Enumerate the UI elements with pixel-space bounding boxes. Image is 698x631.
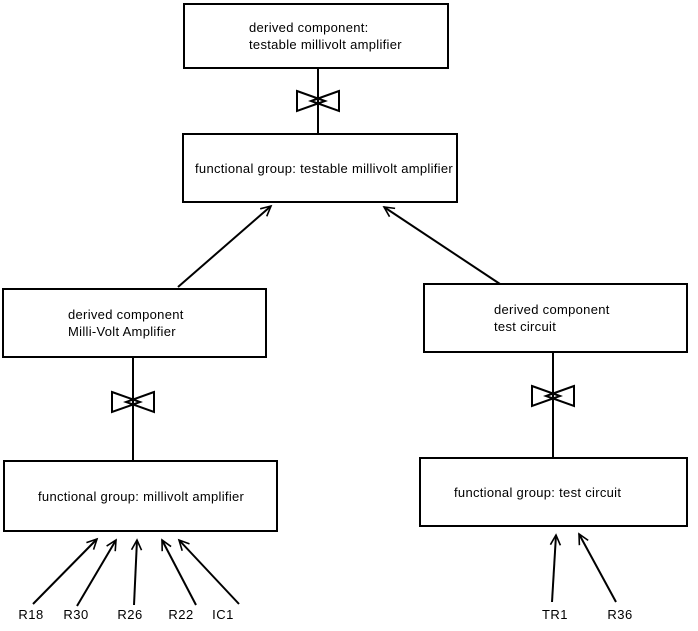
box-functional-group-millivolt-amplifier: functional group: millivolt amplifier bbox=[3, 460, 278, 532]
component-label-r18: R18 bbox=[18, 607, 44, 622]
arrow-r26-to-fg-millivolt bbox=[130, 538, 143, 606]
arrow-left-derived-to-fg-testable bbox=[177, 204, 273, 288]
box-functional-group-testable-millivolt-amplifier: functional group: testable millivolt amp… bbox=[182, 133, 458, 203]
component-label-tr1: TR1 bbox=[541, 607, 569, 622]
box-label-line2: Milli-Volt Amplifier bbox=[68, 324, 176, 339]
box-label: functional group: testable millivolt amp… bbox=[195, 160, 454, 176]
box-label-line1: derived component bbox=[68, 307, 184, 322]
box-label: functional group: millivolt amplifier bbox=[38, 488, 245, 504]
component-label-r26: R26 bbox=[117, 607, 143, 622]
box-label-line1: derived component bbox=[494, 302, 610, 317]
box-label-line1: derived component: bbox=[249, 20, 369, 35]
component-label-r36: R36 bbox=[607, 607, 633, 622]
component-label-ic1: IC1 bbox=[212, 607, 234, 622]
box-functional-group-test-circuit: functional group: test circuit bbox=[419, 457, 688, 527]
box-label: functional group: test circuit bbox=[454, 484, 622, 500]
arrow-ic1-to-fg-millivolt bbox=[177, 538, 240, 605]
box-derived-component-test-circuit: derived component test circuit bbox=[423, 283, 688, 353]
bowtie-icon-left bbox=[111, 390, 155, 414]
box-label-line2: test circuit bbox=[494, 319, 557, 334]
box-derived-component-testable-millivolt-amplifier: derived component: testable millivolt am… bbox=[183, 3, 449, 69]
arrow-r30-to-fg-millivolt bbox=[76, 538, 117, 607]
box-derived-component-milli-volt-amplifier: derived component Milli-Volt Amplifier bbox=[2, 288, 267, 358]
arrow-tr1-to-fg-test bbox=[549, 533, 562, 603]
box-label-line2: testable millivolt amplifier bbox=[249, 37, 402, 52]
component-label-r22: R22 bbox=[168, 607, 194, 622]
arrow-right-derived-to-fg-testable bbox=[382, 206, 501, 285]
arrow-r36-to-fg-test bbox=[578, 532, 617, 603]
bowtie-icon-right bbox=[531, 384, 575, 408]
arrow-r18-to-fg-millivolt bbox=[32, 537, 99, 605]
component-label-r30: R30 bbox=[63, 607, 89, 622]
arrow-r22-to-fg-millivolt bbox=[161, 538, 197, 606]
bowtie-icon-top bbox=[296, 89, 340, 113]
